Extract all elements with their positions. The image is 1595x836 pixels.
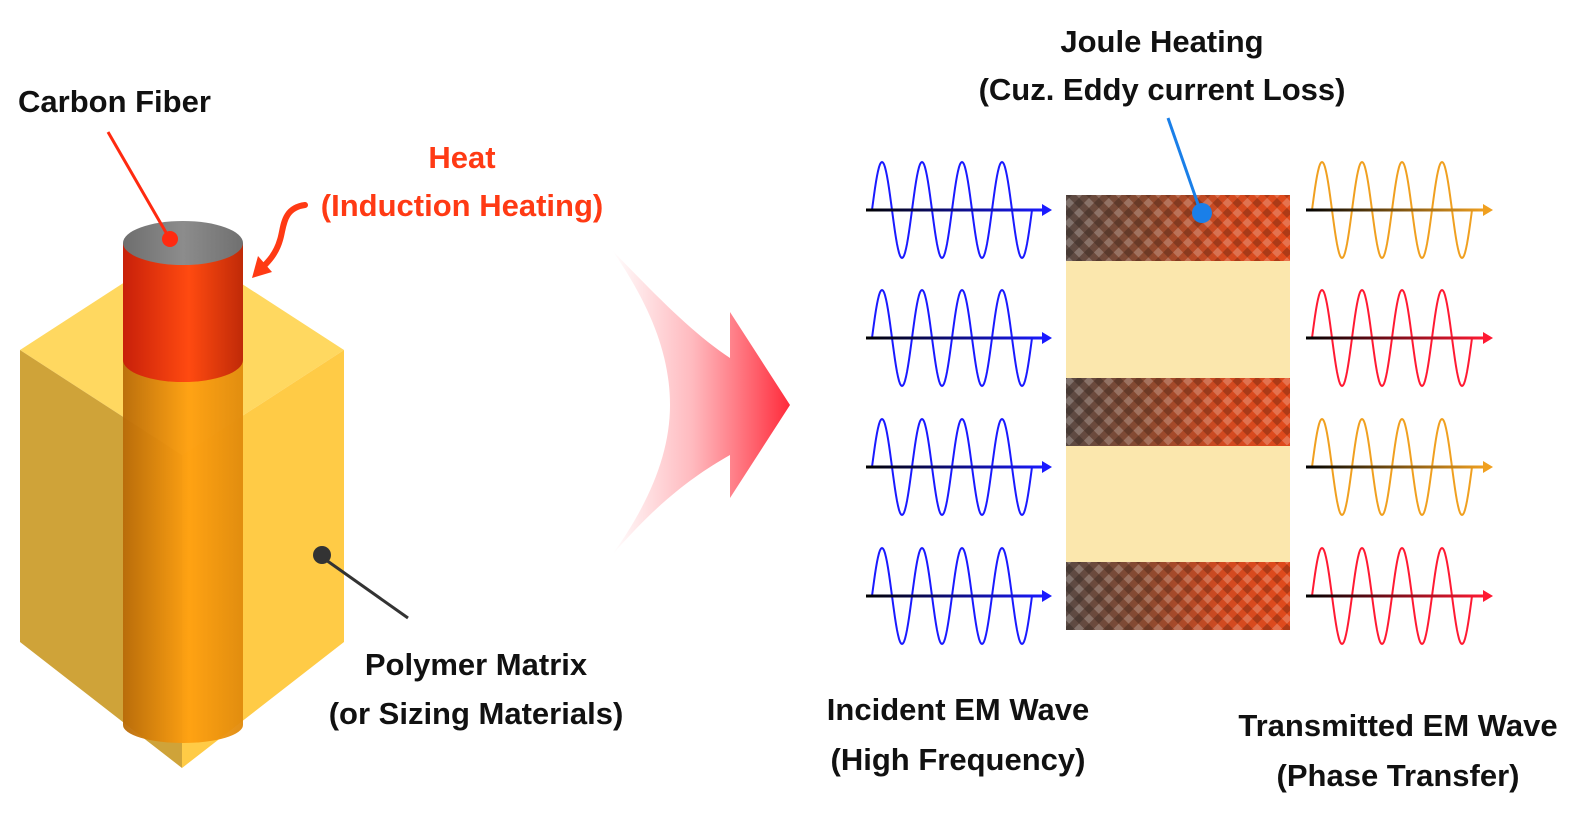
wave-arrow-head (1042, 461, 1052, 473)
transmitted-wave-1 (1306, 160, 1493, 260)
incident-wave-2 (866, 288, 1052, 388)
wave-arrow-head (1042, 590, 1052, 602)
transmitted-waves (1306, 160, 1493, 646)
carbon-layer-2 (1066, 378, 1290, 446)
carbon-fiber-pointer-line (106, 131, 170, 237)
wave-axis (1306, 208, 1485, 212)
transmitted-wave-2 (1306, 288, 1493, 388)
incident-waves (866, 160, 1052, 646)
carbon-fiber-pointer-dot (162, 231, 178, 247)
polymer-matrix-label: Polymer Matrix (365, 647, 588, 682)
transmitted-wave-label: Transmitted EM Wave (1238, 708, 1557, 743)
wave-arrow-head (1483, 590, 1493, 602)
joule-pointer-dot (1192, 203, 1212, 223)
wave-axis (866, 208, 1044, 212)
carbon-fiber-label: Carbon Fiber (18, 84, 211, 119)
fiber-top-cap (123, 221, 243, 265)
wave-arrow-head (1042, 332, 1052, 344)
heat-arrow-head (252, 256, 272, 278)
wave-axis (866, 594, 1044, 598)
wave-arrow-head (1483, 461, 1493, 473)
wave-axis (866, 465, 1044, 469)
transmitted-wave-3 (1306, 417, 1493, 517)
wave-axis (1306, 336, 1485, 340)
wave-arrow-head (1042, 204, 1052, 216)
polymer-pointer-line (325, 558, 409, 620)
transition-arrow (612, 250, 790, 555)
joule-heating-sublabel: (Cuz. Eddy current Loss) (979, 72, 1346, 107)
fiber-inside-matrix (123, 360, 243, 743)
wave-arrow-head (1483, 332, 1493, 344)
joule-pointer-line (1166, 117, 1202, 211)
incident-wave-sublabel: (High Frequency) (831, 742, 1086, 777)
incident-wave-3 (866, 417, 1052, 517)
fiber-cylinder-side (123, 243, 243, 382)
wave-axis (1306, 465, 1485, 469)
carbon-layer-1 (1066, 195, 1290, 261)
joule-heating-label: Joule Heating (1060, 24, 1263, 59)
transmitted-wave-4 (1306, 546, 1493, 646)
laminate (1066, 195, 1290, 630)
wave-arrow-head (1483, 204, 1493, 216)
heat-sublabel: (Induction Heating) (321, 188, 603, 223)
heat-label: Heat (428, 140, 495, 175)
polymer-matrix-sublabel: (or Sizing Materials) (329, 696, 624, 731)
incident-wave-4 (866, 546, 1052, 646)
incident-wave-label: Incident EM Wave (827, 692, 1089, 727)
heat-curved-arrow (259, 202, 308, 271)
incident-wave-1 (866, 160, 1052, 260)
wave-axis (1306, 594, 1485, 598)
composite-block (20, 221, 344, 768)
carbon-layer-3 (1066, 562, 1290, 630)
wave-axis (866, 336, 1044, 340)
transmitted-wave-sublabel: (Phase Transfer) (1277, 758, 1520, 793)
